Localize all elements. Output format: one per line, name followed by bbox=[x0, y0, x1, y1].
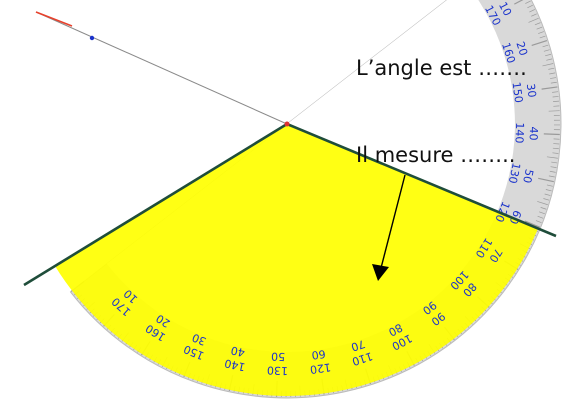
tick-mark bbox=[544, 134, 560, 135]
scale-number-inner: 140 bbox=[512, 122, 526, 143]
scale-number-outer: 40 bbox=[527, 126, 541, 140]
scale-number-outer: 130 bbox=[267, 363, 288, 377]
angle-type-question: L’angle est ……. bbox=[356, 56, 527, 80]
scale-number-outer: 30 bbox=[524, 83, 539, 99]
vertex-point bbox=[285, 122, 290, 127]
scale-number-inner: 60 bbox=[311, 347, 327, 362]
reference-ray bbox=[36, 12, 287, 124]
reference-ray-tip bbox=[36, 12, 72, 26]
angle-measure-question: Il mesure …….. bbox=[356, 143, 515, 167]
reference-marker bbox=[90, 36, 94, 40]
scale-number-inner: 50 bbox=[271, 350, 285, 364]
